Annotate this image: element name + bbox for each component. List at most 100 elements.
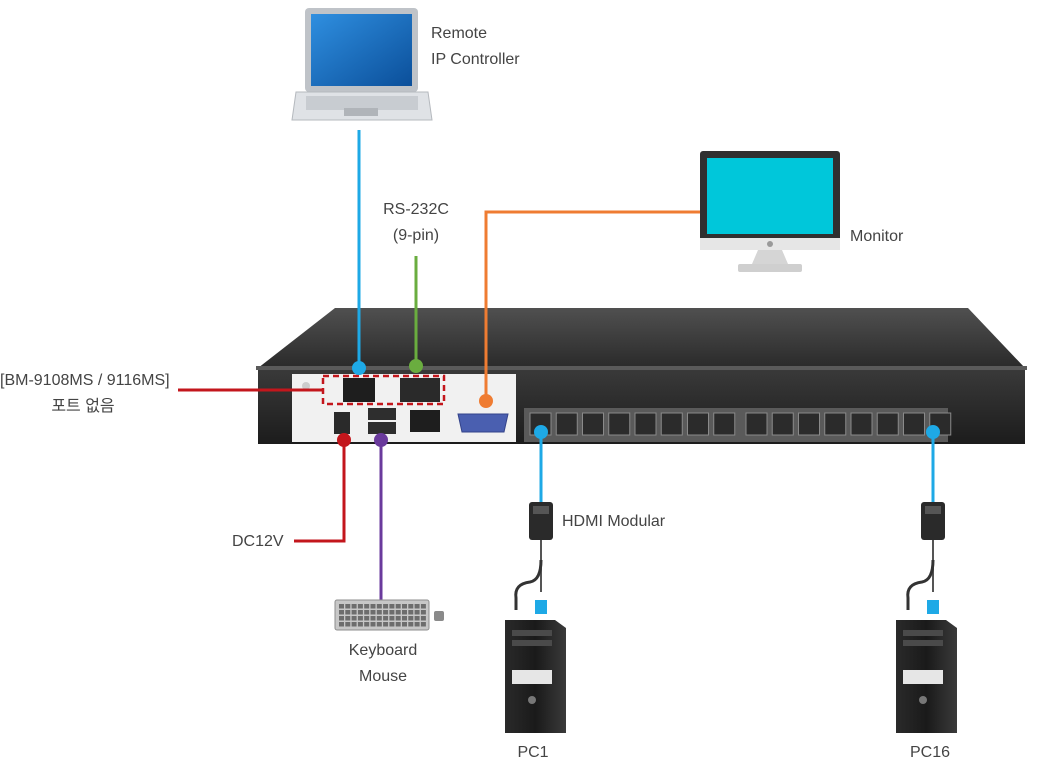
remote-label-line2: IP Controller — [431, 51, 520, 68]
vga-cable — [484, 210, 700, 401]
keyboard-key — [402, 616, 407, 621]
hdmi-modular-label: HDMI Modular — [562, 513, 666, 530]
pc-tower-icon — [505, 620, 566, 733]
keyboard-key — [420, 604, 426, 609]
keyboard-key — [420, 610, 426, 615]
model-label-line2: 포트 없음 — [51, 398, 115, 415]
keyboard-label-line1: Keyboard — [348, 642, 418, 659]
serial-port-dot — [409, 359, 423, 373]
keyboard-key — [357, 604, 363, 609]
keyboard-key — [351, 604, 357, 609]
keyboard-key — [357, 610, 363, 615]
vga-port-dot — [479, 394, 493, 408]
keyboard-key — [389, 610, 395, 615]
rj45-port — [608, 412, 631, 436]
rj45-port — [713, 412, 736, 436]
rs232-label-line1: RS-232C — [383, 201, 449, 218]
rj45-port — [876, 412, 899, 436]
pc16-port-dot — [926, 425, 940, 439]
keyboard-key — [389, 604, 395, 609]
rj45-port — [660, 412, 683, 436]
keyboard-key — [345, 616, 351, 621]
keyboard-label-line2: Mouse — [358, 668, 408, 685]
dc12v-label: DC12V — [232, 533, 284, 550]
monitor-icon — [700, 151, 840, 272]
keyboard-key — [408, 610, 414, 615]
model-label-line1: [BM-9108MS / 9116MS] — [0, 372, 170, 389]
keyboard-key — [414, 622, 420, 627]
monitor-label: Monitor — [850, 228, 904, 245]
keyboard-key — [408, 616, 414, 621]
keyboard-key — [370, 604, 376, 609]
keyboard-key — [420, 616, 426, 621]
keyboard-key — [389, 616, 395, 621]
keyboard-key — [370, 610, 376, 615]
pc1-port-dot — [534, 425, 548, 439]
rj45-port — [771, 412, 794, 436]
remote-label-line1: Remote — [431, 25, 488, 42]
keyboard-key — [345, 622, 351, 627]
pc-tower-icon — [896, 620, 957, 733]
network-port-dot — [352, 361, 366, 375]
rj45-port — [687, 412, 709, 436]
keyboard-key — [351, 610, 357, 615]
rj45-port — [555, 412, 578, 436]
keyboard-key — [351, 616, 357, 621]
usb-port-dot — [374, 433, 388, 447]
keyboard-key — [395, 610, 401, 615]
rj45-port — [745, 412, 768, 436]
keyboard-icon — [334, 599, 444, 631]
keyboard-key — [364, 622, 370, 627]
pc1-label: PC1 — [517, 744, 549, 761]
keyboard-key — [357, 616, 363, 621]
pc16-label: PC16 — [909, 744, 951, 761]
keyboard-key — [370, 622, 376, 627]
keyboard-key — [345, 610, 351, 615]
keyboard-key — [383, 622, 389, 627]
hdmi-module-icon — [514, 502, 553, 614]
laptop-icon — [291, 8, 433, 121]
keyboard-key — [376, 622, 382, 627]
keyboard-key — [395, 604, 401, 609]
rs232-label-line2: (9-pin) — [392, 227, 440, 244]
kvm-switch-icon — [256, 308, 1027, 444]
power-port-dot — [337, 433, 351, 447]
keyboard-key — [339, 610, 344, 615]
rj45-port — [798, 412, 820, 436]
rj45-port — [850, 412, 873, 436]
keyboard-key — [364, 616, 370, 621]
keyboard-key — [402, 622, 407, 627]
keyboard-key — [414, 604, 420, 609]
keyboard-key — [383, 616, 389, 621]
keyboard-key — [339, 604, 344, 609]
keyboard-key — [339, 622, 344, 627]
keyboard-key — [402, 604, 407, 609]
keyboard-key — [420, 622, 426, 627]
keyboard-key — [383, 610, 389, 615]
keyboard-key — [389, 622, 395, 627]
rj45-port — [824, 412, 847, 436]
keyboard-key — [402, 610, 407, 615]
keyboard-key — [351, 622, 357, 627]
keyboard-key — [364, 610, 370, 615]
rj45-port — [903, 412, 925, 436]
keyboard-key — [345, 604, 351, 609]
hdmi-module-icon — [906, 502, 945, 614]
keyboard-key — [339, 616, 344, 621]
rj45-port — [582, 412, 604, 436]
keyboard-key — [376, 610, 382, 615]
keyboard-key — [414, 610, 420, 615]
keyboard-key — [414, 616, 420, 621]
keyboard-key — [357, 622, 363, 627]
keyboard-key — [395, 616, 401, 621]
keyboard-key — [370, 616, 376, 621]
keyboard-key — [376, 604, 382, 609]
power-cable — [294, 440, 346, 543]
keyboard-key — [364, 604, 370, 609]
rj45-port — [634, 412, 657, 436]
keyboard-key — [376, 616, 382, 621]
keyboard-key — [408, 604, 414, 609]
keyboard-key — [408, 622, 414, 627]
keyboard-key — [395, 622, 401, 627]
